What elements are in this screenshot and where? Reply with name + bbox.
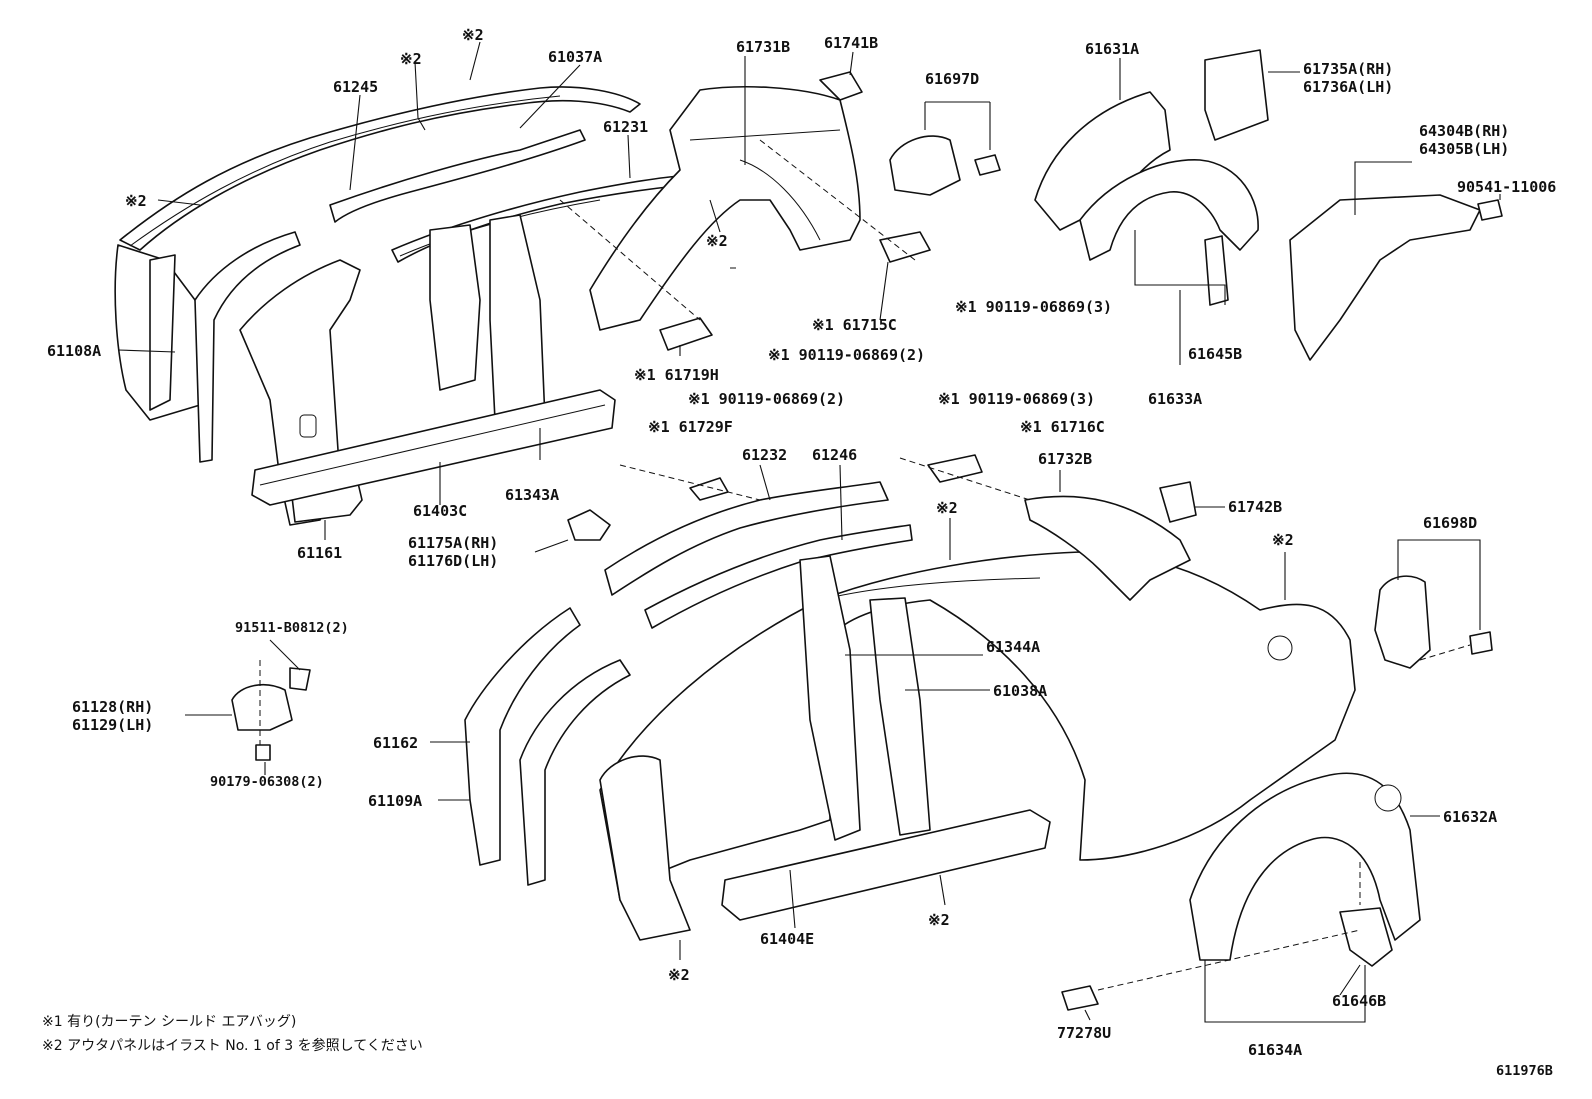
label-61343A: 61343A [505,486,559,504]
small-bracket-61175A [567,509,611,541]
diagram-id: 611976B [1496,1063,1553,1079]
bracket-61645B [1204,235,1229,306]
bracket-61735A [1204,49,1269,141]
bracket-61646B [1339,907,1393,967]
footnote-1: ※1 有り(カーテン シールド エアバッグ) [42,1014,296,1030]
label-61246: 61246 [812,446,857,464]
label-90119-3b: ※1 90119-06869(3) [938,390,1095,408]
rear-floor-side-64304B [1289,194,1481,361]
label-61109A: 61109A [368,792,422,810]
label-61715C: ※1 61715C [812,316,897,334]
label-61404E: 61404E [760,930,814,948]
label-90119-2a: ※1 90119-06869(2) [768,346,925,364]
label-k2-center: ※2 [936,499,958,517]
label-61231: 61231 [603,118,648,136]
bracket-61719H [659,317,713,351]
bracket-61697D [889,135,1001,196]
label-61232: 61232 [742,446,787,464]
footnote-2: ※2 アウタパネルはイラスト No. 1 of 3 を参照してください [42,1037,423,1054]
label-k2-quarter: ※2 [706,232,728,250]
label-k2-left: ※2 [125,192,147,210]
nut-90541 [1477,199,1503,221]
label-91511: 91511-B0812(2) [235,620,349,636]
label-61732B: 61732B [1038,450,1092,468]
label-61631A: 61631A [1085,40,1139,58]
roof-rail-61232 [604,481,889,596]
center-pillar-outer-61344A [799,555,861,841]
label-77278U: 77278U [1057,1024,1111,1042]
leader-lines [117,41,1501,1023]
bracket-61128 [231,684,293,731]
quarter-inner-61732B [1024,495,1191,601]
label-61741B: 61741B [824,34,878,52]
label-61697D: 61697D [925,70,979,88]
label-61632A: 61632A [1443,808,1497,826]
label-61161: 61161 [297,544,342,562]
roof-side-outer-rail [119,86,641,251]
label-64304B: 64304B(RH) [1419,122,1509,140]
label-k2-pillar: ※2 [668,966,690,984]
label-61736A: 61736A(LH) [1303,78,1393,96]
bolt-90179 [255,744,271,761]
center-pillar-reinforcement-61038A [869,597,931,836]
label-64305B: 64305B(LH) [1419,140,1509,158]
label-61719H: ※1 61719H [634,366,719,384]
label-k2-rocker: ※2 [928,911,950,929]
part-labels: ※2 ※2 61245 61037A 61231 ※2 61108A 61731… [47,26,1556,1059]
bracket-61716C [927,454,983,483]
label-61175A: 61175A(RH) [408,534,498,552]
rocker-panel-inner-61403C [251,389,616,506]
label-61646B: 61646B [1332,992,1386,1010]
quarter-inner-panel-61731B [589,86,861,331]
label-61162: 61162 [373,734,418,752]
label-61716C: ※1 61716C [1020,418,1105,436]
label-61037A: 61037A [548,48,602,66]
label-90179: 90179-06308(2) [210,774,324,790]
label-61634A: 61634A [1248,1041,1302,1059]
front-pillar-lower-61162 [599,755,691,941]
label-61038A: 61038A [993,682,1047,700]
label-61129: 61129(LH) [72,716,153,734]
bracket-61698D [1374,575,1493,669]
label-61108A: 61108A [47,342,101,360]
label-61698D: 61698D [1423,514,1477,532]
front-pillar-assembly-61108A [114,231,301,463]
label-61729F: ※1 61729F [648,418,733,436]
label-61742B: 61742B [1228,498,1282,516]
wheelhouse-outer-61632A [1189,772,1421,961]
label-61176D: 61176D(LH) [408,552,498,570]
rocker-outer-61404E [721,809,1051,921]
label-61344A: 61344A [986,638,1040,656]
label-k2-right: ※2 [1272,531,1294,549]
label-61403C: 61403C [413,502,467,520]
bracket-61715C [879,231,931,263]
label-90119-3a: ※1 90119-06869(3) [955,298,1112,316]
bracket-61729F [689,477,729,501]
label-k2-top: ※2 [462,26,484,44]
rear-wheelhouse-inner-61633A [1079,159,1259,261]
label-90541: 90541-11006 [1457,178,1556,196]
bolt-91511 [289,667,311,691]
label-61633A: 61633A [1148,390,1202,408]
roof-side-inner-rail-61245 [329,129,586,223]
front-pillar-outer-61109A [464,607,631,886]
bracket-61742B [1159,481,1197,523]
footnotes: ※1 有り(カーテン シールド エアバッグ) ※2 アウタパネルはイラスト No… [42,1014,1553,1079]
label-k2-rail: ※2 [400,50,422,68]
label-90119-2b: ※1 90119-06869(2) [688,390,845,408]
label-61645B: 61645B [1188,345,1242,363]
bracket-77278U [1061,985,1099,1011]
label-61735A: 61735A(RH) [1303,60,1393,78]
label-61128: 61128(RH) [72,698,153,716]
roof-rail-61246 [644,524,913,629]
bracket-61741B [819,71,863,101]
label-61245: 61245 [333,78,378,96]
label-61731B: 61731B [736,38,790,56]
